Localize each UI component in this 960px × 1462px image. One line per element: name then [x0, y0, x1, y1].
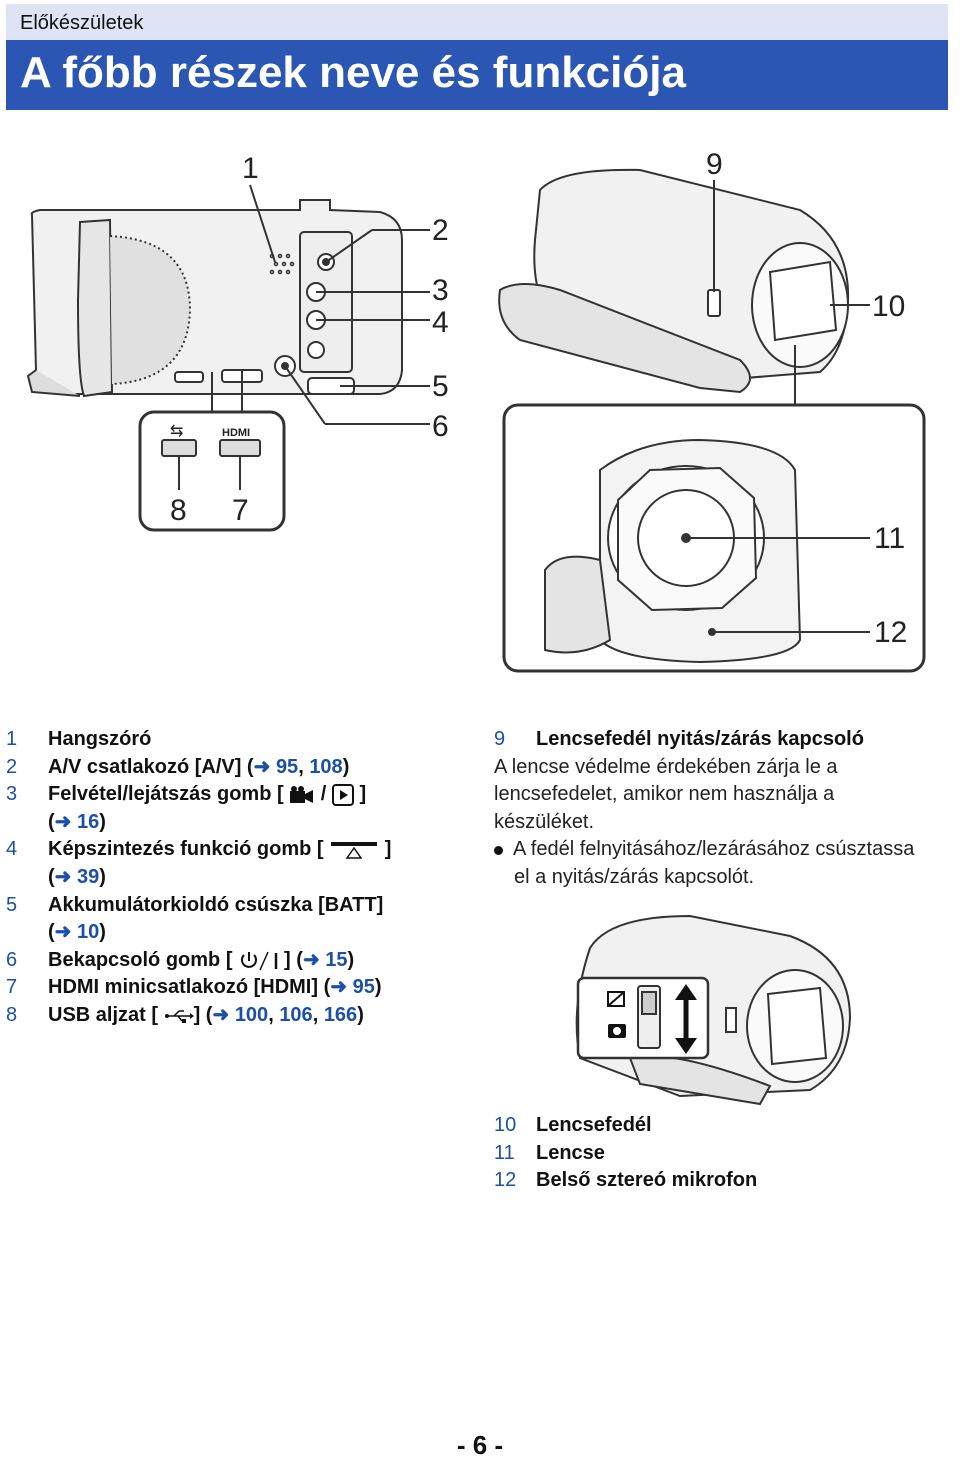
connector-inset [138, 410, 286, 532]
callout-11: 11 [874, 522, 905, 555]
item-number: 4 [6, 838, 18, 861]
list-item: 5 Akkumulátorkioldó csúszka [BATT] (➜ 10… [6, 892, 476, 948]
item-number: 10 [494, 1114, 517, 1136]
section-label: Előkészületek [20, 12, 144, 34]
hdmi-label: HDMI [222, 427, 250, 439]
item-text: Lencsefedél [536, 1114, 652, 1136]
lens-cover-switch-figure [575, 914, 852, 1106]
item-number: 9 [494, 728, 506, 750]
part9-bullet-line: A fedél felnyitásához/lezárásához csúszt… [494, 836, 914, 864]
item-text: Bekapcsoló gomb [ ] (➜ 15) [48, 948, 355, 971]
terminal-panel [299, 231, 353, 373]
list-item: 1 Hangszóró [6, 726, 476, 754]
item-number: 5 [6, 893, 18, 916]
item-text: Felvétel/lejátszás gomb [ / ] [48, 783, 367, 806]
list-item: 7 HDMI minicsatlakozó [HDMI] (➜ 95) [6, 974, 476, 1002]
list-item: 4 Képszintezés funkció gomb [ ] (➜ 39) [6, 836, 476, 892]
item-number: 12 [494, 1169, 517, 1192]
usb-icon [164, 1009, 194, 1023]
callout-10: 10 [872, 290, 905, 323]
page-title: A főbb részek neve és funkciója [20, 48, 686, 97]
callout-3: 3 [432, 274, 449, 307]
part9-desc-line: A lencse védelme érdekében zárja le a [494, 755, 838, 778]
item-text: A/V csatlakozó [A/V] (➜ 95, 108) [48, 755, 350, 778]
item-number: 8 [6, 1004, 18, 1026]
item-text: Lencse [536, 1141, 605, 1164]
list-item: 12 Belső sztereó mikrofon [494, 1167, 954, 1195]
item-text: Képszintezés funkció gomb [ ] [48, 838, 392, 861]
level-shot-icon [331, 842, 378, 859]
callout-6: 6 [432, 410, 449, 443]
callout-8: 8 [170, 494, 187, 527]
list-item: 3 Felvétel/lejátszás gomb [ / ] (➜ 16) [6, 781, 476, 837]
up-down-arrow-icon [675, 984, 697, 1054]
usb-label: ⇆ [170, 423, 183, 440]
item-text: Akkumulátorkioldó csúszka [BATT] [48, 893, 384, 916]
item-text: HDMI minicsatlakozó [HDMI] (➜ 95) [48, 976, 382, 999]
lcd-panel [76, 218, 114, 398]
item-number: 2 [6, 755, 18, 778]
parts-list-left: 1 Hangszóró 2 A/V csatlakozó [A/V] (➜ 95… [6, 726, 476, 1026]
item-text-cont: (➜ 16) [48, 810, 106, 833]
power-icon [241, 951, 278, 970]
hand-strap [498, 283, 751, 394]
movie-camera-icon [290, 785, 314, 803]
list-item: 11 Lencse [494, 1140, 954, 1168]
callout-5: 5 [432, 370, 449, 403]
item-text: Hangszóró [48, 728, 152, 750]
item-number: 11 [494, 1141, 515, 1164]
part9-block: 9 Lencsefedél nyitás/zárás kapcsoló A le… [494, 726, 954, 896]
callout-2: 2 [432, 214, 449, 247]
lens-cover-open-icon [608, 1024, 626, 1038]
list-item: 10 Lencsefedél [494, 1112, 954, 1140]
item-number: 7 [6, 976, 18, 999]
callout-7: 7 [232, 494, 249, 527]
list-item: 2 A/V csatlakozó [A/V] (➜ 95, 108) [6, 754, 476, 782]
page-number: - 6 - [456, 1430, 504, 1460]
camcorder-figure: 1 2 3 4 5 6 7 8 9 10 11 12 HDMI ⇆ [26, 148, 926, 673]
item-text: Belső sztereó mikrofon [536, 1169, 758, 1192]
callout-12: 12 [874, 616, 907, 649]
section-band [6, 4, 948, 40]
part9-desc-line: lencsefedelet, amikor nem használja a [494, 783, 835, 806]
callout-1: 1 [242, 152, 259, 185]
title-band [6, 40, 948, 110]
part9-bullet-line: el a nyitás/zárás kapcsolót. [514, 866, 755, 888]
lens-cover-closed-icon [607, 991, 625, 1007]
list-item: 8 USB aljzat [ ] (➜ 100, 106, 166) [6, 1002, 476, 1030]
part9-desc-line: készüléket. [494, 810, 595, 833]
item-number: 3 [6, 783, 18, 806]
callout-4: 4 [432, 306, 449, 339]
play-icon [331, 783, 354, 806]
callout-9: 9 [706, 148, 723, 181]
list-item: 6 Bekapcsoló gomb [ ] (➜ 15) [6, 947, 476, 975]
item-number: 6 [6, 948, 18, 971]
item-text-cont: (➜ 10) [48, 921, 106, 944]
item-number: 1 [6, 728, 18, 750]
item-text: USB aljzat [ ] (➜ 100, 106, 166) [48, 1004, 364, 1026]
bullet-icon [494, 845, 503, 855]
item-text-cont: (➜ 39) [48, 865, 106, 888]
parts-list-right: 10 Lencsefedél 11 Lencse 12 Belső sztere… [494, 1112, 954, 1202]
item-text: Lencsefedél nyitás/zárás kapcsoló [536, 728, 864, 750]
list-item: 9 Lencsefedél nyitás/zárás kapcsoló [494, 726, 954, 754]
